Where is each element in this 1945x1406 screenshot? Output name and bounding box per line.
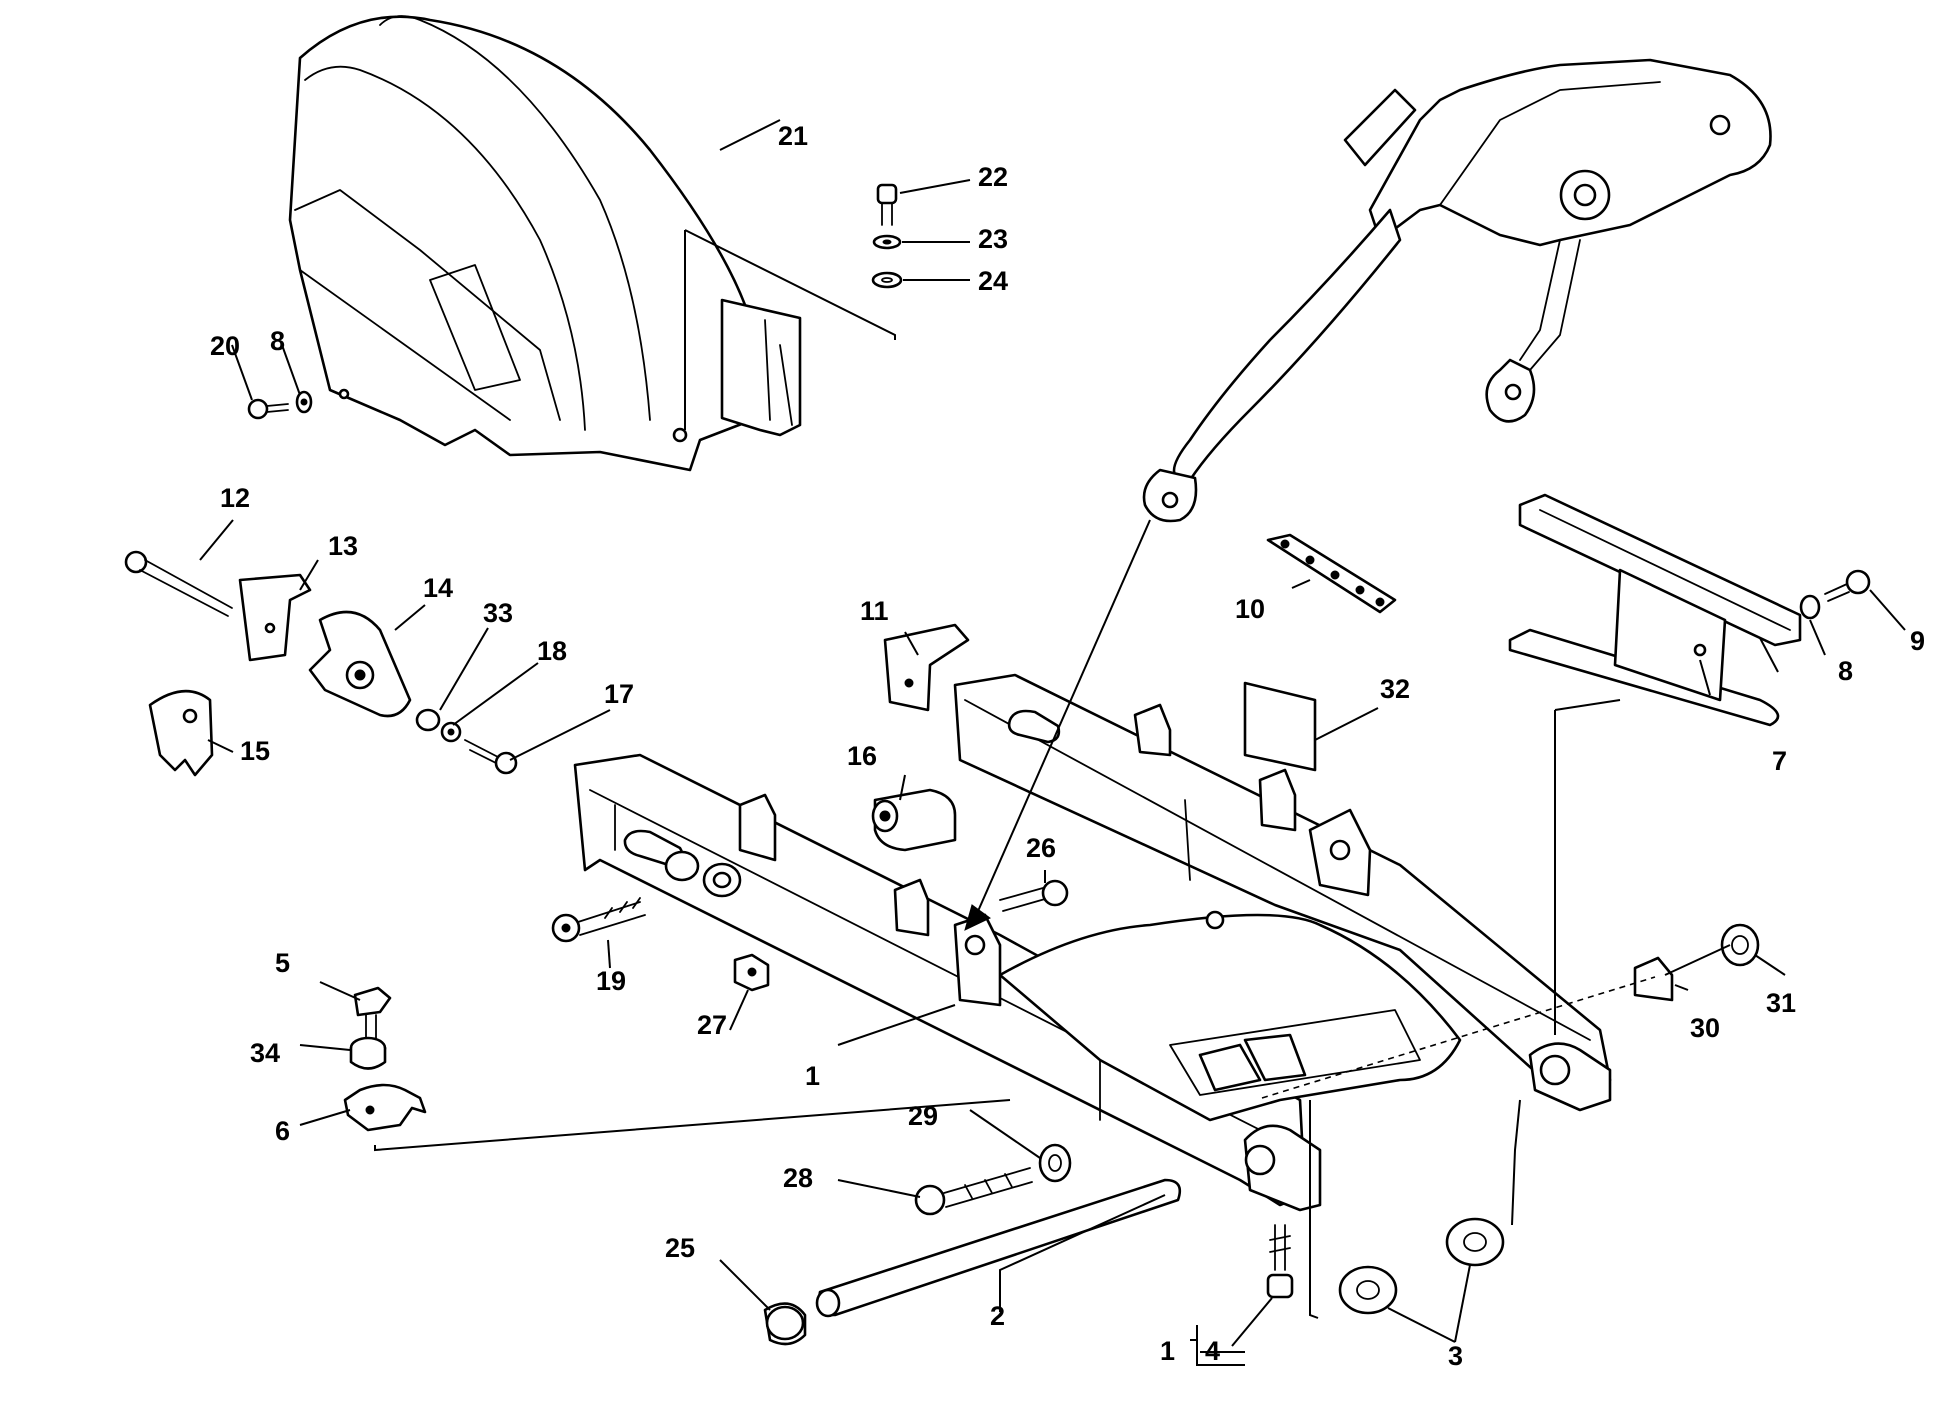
callout-24: 24 — [978, 266, 1008, 296]
guard-screw-stack — [871, 183, 903, 289]
callout-17: 17 — [604, 679, 634, 709]
callout-32: 32 — [1380, 674, 1410, 704]
swingarm — [573, 673, 1612, 1212]
chain-link — [1266, 533, 1397, 614]
callout-33: 33 — [483, 598, 513, 628]
bracket — [883, 623, 970, 712]
callout-10: 10 — [1235, 594, 1265, 624]
callout-25: 25 — [665, 1233, 695, 1263]
callout-20: 20 — [210, 331, 240, 361]
callout-5: 5 — [275, 948, 290, 978]
chain-slider — [1508, 493, 1871, 727]
axle-parts — [763, 923, 1760, 1346]
callout-31: 31 — [1766, 988, 1796, 1018]
callout-13: 13 — [328, 531, 358, 561]
callout-8-slider: 8 — [1838, 656, 1853, 686]
callout-4: 4 — [1205, 1336, 1220, 1366]
chain-guard — [288, 15, 802, 472]
callout-23: 23 — [978, 224, 1008, 254]
pivot-bolts — [551, 879, 1069, 943]
callout-2: 2 — [990, 1301, 1005, 1331]
callout-16: 16 — [847, 741, 877, 771]
clamp-parts — [343, 986, 427, 1132]
callout-12: 12 — [220, 483, 250, 513]
plate — [1243, 681, 1317, 772]
callout-1: 1 — [805, 1061, 820, 1091]
guard-bolt — [247, 390, 313, 420]
callout-22: 22 — [978, 162, 1008, 192]
callout-28: 28 — [783, 1163, 813, 1193]
callout-8-guard: 8 — [270, 326, 285, 356]
callout-9: 9 — [1910, 626, 1925, 656]
callout-27: 27 — [697, 1010, 727, 1040]
leader-lines — [199, 119, 1906, 1353]
callout-26: 26 — [1026, 833, 1056, 863]
callout-6: 6 — [275, 1116, 290, 1146]
chain-tensioner — [124, 550, 518, 777]
callout-1-group: 1 — [1160, 1336, 1175, 1366]
callout-15: 15 — [240, 736, 270, 766]
callout-labels: 21 22 23 24 20 8 12 13 14 33 18 17 15 11… — [210, 121, 1925, 1371]
brake-torque-arm — [1142, 58, 1772, 523]
callout-11: 11 — [860, 596, 889, 626]
callout-34: 34 — [250, 1038, 280, 1068]
callout-3: 3 — [1448, 1341, 1463, 1371]
callout-14: 14 — [423, 573, 453, 603]
callout-30: 30 — [1690, 1013, 1720, 1043]
callout-7: 7 — [1772, 746, 1787, 776]
callout-19: 19 — [596, 966, 626, 996]
callout-29: 29 — [908, 1101, 938, 1131]
callout-18: 18 — [537, 636, 567, 666]
callout-21: 21 — [778, 121, 808, 151]
